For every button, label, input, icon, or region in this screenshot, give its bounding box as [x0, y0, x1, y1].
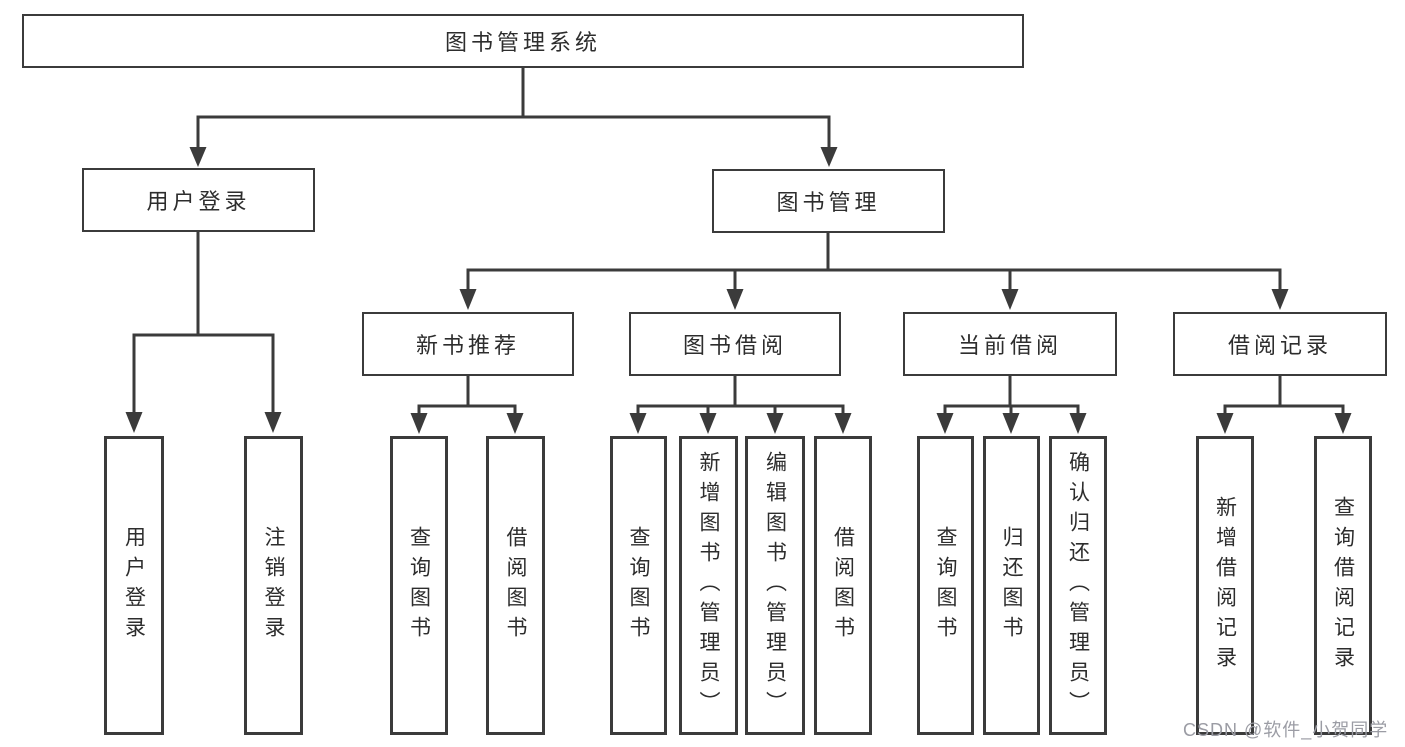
node-root-system: 图书管理系统	[22, 14, 1024, 68]
leaf-record-query-record-label: 查询借阅记录	[1331, 495, 1355, 676]
leaf-current-return-books: 归还图书	[983, 436, 1040, 735]
connector-root-to-level2	[196, 68, 831, 147]
node-new-book-recommend-label: 新书推荐	[415, 333, 520, 358]
node-book-management-label: 图书管理	[776, 190, 881, 215]
leaf-current-return-books-label: 归还图书	[1000, 525, 1023, 646]
connector-borrow-to-leaves	[636, 376, 845, 413]
leaf-record-add-record-label: 新增借阅记录	[1213, 495, 1237, 676]
leaf-borrow-query-books-label: 查询图书	[627, 525, 650, 646]
node-user-login: 用户登录	[82, 168, 315, 232]
leaf-borrow-add-books-admin-label: 新增图书（管理员）	[697, 450, 720, 721]
connector-current-to-leaves	[943, 376, 1080, 413]
leaf-current-query-books: 查询图书	[917, 436, 974, 735]
node-book-borrow-label: 图书借阅	[682, 333, 787, 358]
node-book-management: 图书管理	[712, 169, 945, 233]
connector-record-to-leaves	[1223, 376, 1345, 413]
leaf-current-query-books-label: 查询图书	[934, 525, 957, 646]
node-current-borrow-label: 当前借阅	[957, 333, 1062, 358]
arrowheads	[125, 147, 1352, 434]
connector-rec-to-leaves	[417, 376, 517, 413]
leaf-borrow-add-books-admin: 新增图书（管理员）	[679, 436, 738, 735]
leaf-rec-query-books: 查询图书	[390, 436, 448, 735]
node-book-borrow: 图书借阅	[629, 312, 841, 376]
leaf-rec-borrow-books-label: 借阅图书	[504, 525, 527, 646]
node-borrow-record: 借阅记录	[1173, 312, 1387, 376]
connector-mgmt-to-level3	[466, 233, 1282, 289]
node-current-borrow: 当前借阅	[903, 312, 1117, 376]
node-borrow-record-label: 借阅记录	[1227, 333, 1332, 358]
leaf-current-confirm-return-admin: 确认归还（管理员）	[1049, 436, 1107, 735]
leaf-borrow-edit-books-admin-label: 编辑图书（管理员）	[763, 450, 787, 721]
leaf-user-login: 用户登录	[104, 436, 164, 735]
leaf-rec-borrow-books: 借阅图书	[486, 436, 545, 735]
node-new-book-recommend: 新书推荐	[362, 312, 574, 376]
leaf-user-login-label: 用户登录	[122, 525, 146, 646]
leaf-borrow-borrow-books: 借阅图书	[814, 436, 872, 735]
leaf-borrow-query-books: 查询图书	[610, 436, 667, 735]
leaf-logout: 注销登录	[244, 436, 303, 735]
csdn-watermark: CSDN @软件_小贺同学	[1183, 720, 1389, 740]
leaf-record-add-record: 新增借阅记录	[1196, 436, 1254, 735]
leaf-current-confirm-return-admin-label: 确认归还（管理员）	[1066, 450, 1090, 721]
leaf-borrow-borrow-books-label: 借阅图书	[831, 525, 855, 646]
leaf-rec-query-books-label: 查询图书	[407, 525, 431, 646]
leaf-borrow-edit-books-admin: 编辑图书（管理员）	[745, 436, 805, 735]
connector-login-to-leaves	[132, 232, 275, 412]
node-user-login-label: 用户登录	[146, 189, 251, 214]
node-root-system-label: 图书管理系统	[444, 30, 601, 55]
leaf-logout-label: 注销登录	[262, 525, 285, 646]
leaf-record-query-record: 查询借阅记录	[1314, 436, 1372, 735]
